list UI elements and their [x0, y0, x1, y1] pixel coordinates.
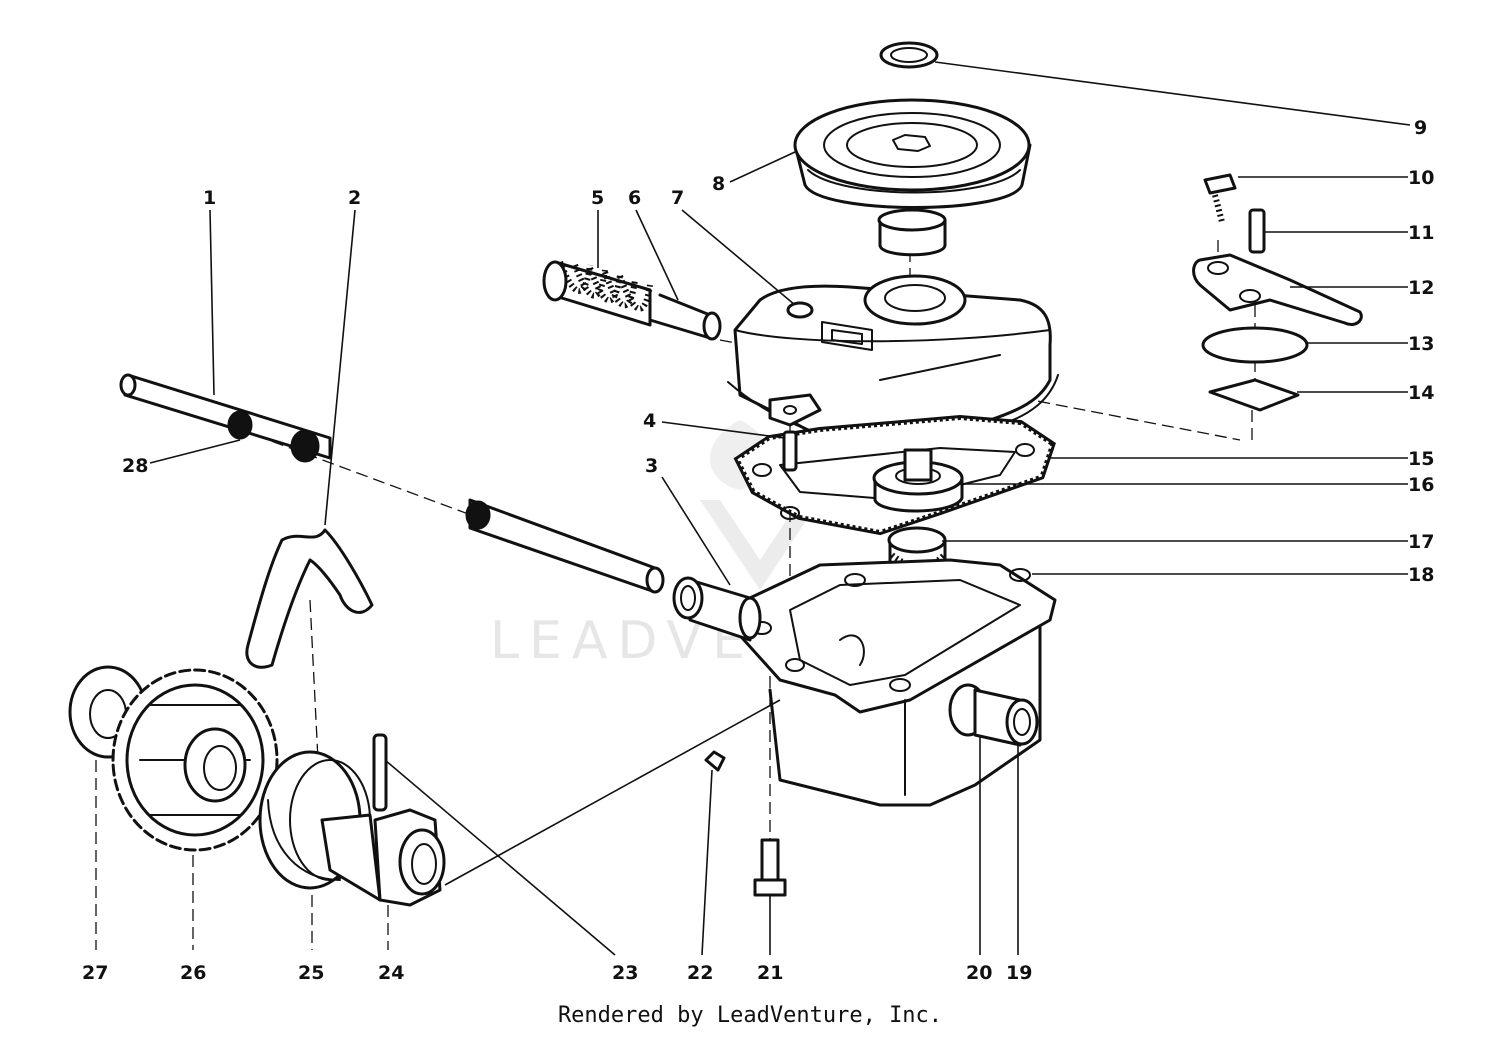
part-axle	[119, 373, 665, 594]
callout-19: 19	[1006, 962, 1032, 984]
part-side-bushing	[948, 683, 1039, 747]
callout-9: 9	[1414, 117, 1427, 139]
callout-11: 11	[1408, 222, 1434, 244]
part-pulley	[793, 98, 1032, 257]
callout-12: 12	[1408, 277, 1434, 299]
part-gear-case	[733, 558, 1057, 807]
callout-10: 10	[1408, 167, 1434, 189]
part-hex-screw	[1203, 173, 1237, 223]
part-spring-and-shift-rod	[542, 260, 722, 341]
callout-22: 22	[687, 962, 713, 984]
part-shift-lever	[1192, 253, 1363, 327]
part-roll-pin	[372, 733, 388, 812]
leader-lines	[149, 61, 1411, 956]
part-screw	[704, 750, 726, 772]
callout-21: 21	[757, 962, 783, 984]
part-pin-small	[1248, 208, 1266, 254]
callout-28: 28	[122, 455, 148, 477]
callout-18: 18	[1408, 564, 1434, 586]
callout-6: 6	[628, 187, 641, 209]
part-axle-bushing	[672, 576, 762, 642]
callout-numbers: 1 2 3 4 5 6 7 8 9 10 11 12 13 14 15 16 1…	[82, 117, 1434, 984]
callout-20: 20	[966, 962, 992, 984]
callout-2: 2	[348, 187, 361, 209]
part-clutch-dog	[320, 808, 446, 907]
part-spur-gear	[111, 668, 279, 852]
callout-25: 25	[298, 962, 324, 984]
callout-26: 26	[180, 962, 206, 984]
callout-8: 8	[712, 173, 725, 195]
rendered-by-credit: Rendered by LeadVenture, Inc.	[557, 1003, 943, 1028]
part-snap-ring	[879, 41, 939, 69]
part-shift-fork	[245, 528, 374, 669]
callout-7: 7	[671, 187, 684, 209]
part-housing-cover	[727, 274, 1059, 448]
callout-23: 23	[612, 962, 638, 984]
callout-13: 13	[1408, 333, 1434, 355]
part-bolt	[753, 838, 787, 897]
part-dowel-pin	[782, 430, 798, 472]
callout-16: 16	[1408, 474, 1434, 496]
callout-1: 1	[203, 187, 216, 209]
callout-27: 27	[82, 962, 108, 984]
callout-5: 5	[591, 187, 604, 209]
part-washer-plate	[1201, 326, 1309, 364]
callout-24: 24	[378, 962, 404, 984]
callout-4: 4	[643, 410, 656, 432]
callout-15: 15	[1408, 448, 1434, 470]
part-square-plate	[1208, 378, 1300, 412]
callout-3: 3	[645, 455, 658, 477]
callout-14: 14	[1408, 382, 1434, 404]
callout-17: 17	[1408, 531, 1434, 553]
